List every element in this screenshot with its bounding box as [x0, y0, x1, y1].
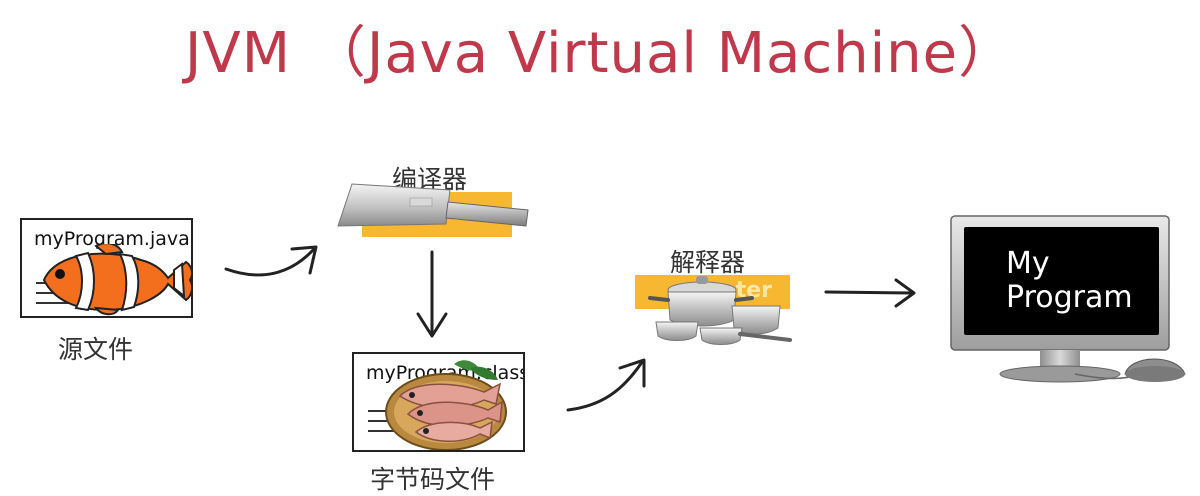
fish-basket-icon — [385, 360, 507, 450]
source-file-doc: myProgram.java — [20, 218, 193, 318]
arrow-source-to-compiler — [224, 245, 318, 277]
bytecode-filename: myProgram.class — [366, 362, 525, 384]
cookware-pots-icon — [648, 276, 792, 345]
clownfish-icon — [42, 244, 191, 316]
bytecode-file-label: 字节码文件 — [370, 465, 496, 494]
source-file-label: 源文件 — [58, 335, 134, 364]
cleaver-knife-icon — [337, 183, 529, 227]
arrow-bytecode-to-interpreter — [566, 358, 646, 412]
arrow-interpreter-to-computer — [824, 278, 916, 308]
arrow-compiler-to-bytecode — [416, 250, 448, 338]
monitor-text-line1: My — [1006, 246, 1050, 281]
interpreter-label: 解释器 — [670, 248, 746, 277]
monitor-text-line2: Program — [1006, 280, 1133, 315]
bytecode-file-doc: myProgram.class — [352, 352, 525, 452]
page-title: JVM （Java Virtual Machine） — [184, 21, 1016, 86]
monitor-screen: My Program — [964, 227, 1159, 335]
source-filename: myProgram.java — [34, 228, 190, 250]
monitor-screen-text: My Program — [1006, 247, 1133, 315]
